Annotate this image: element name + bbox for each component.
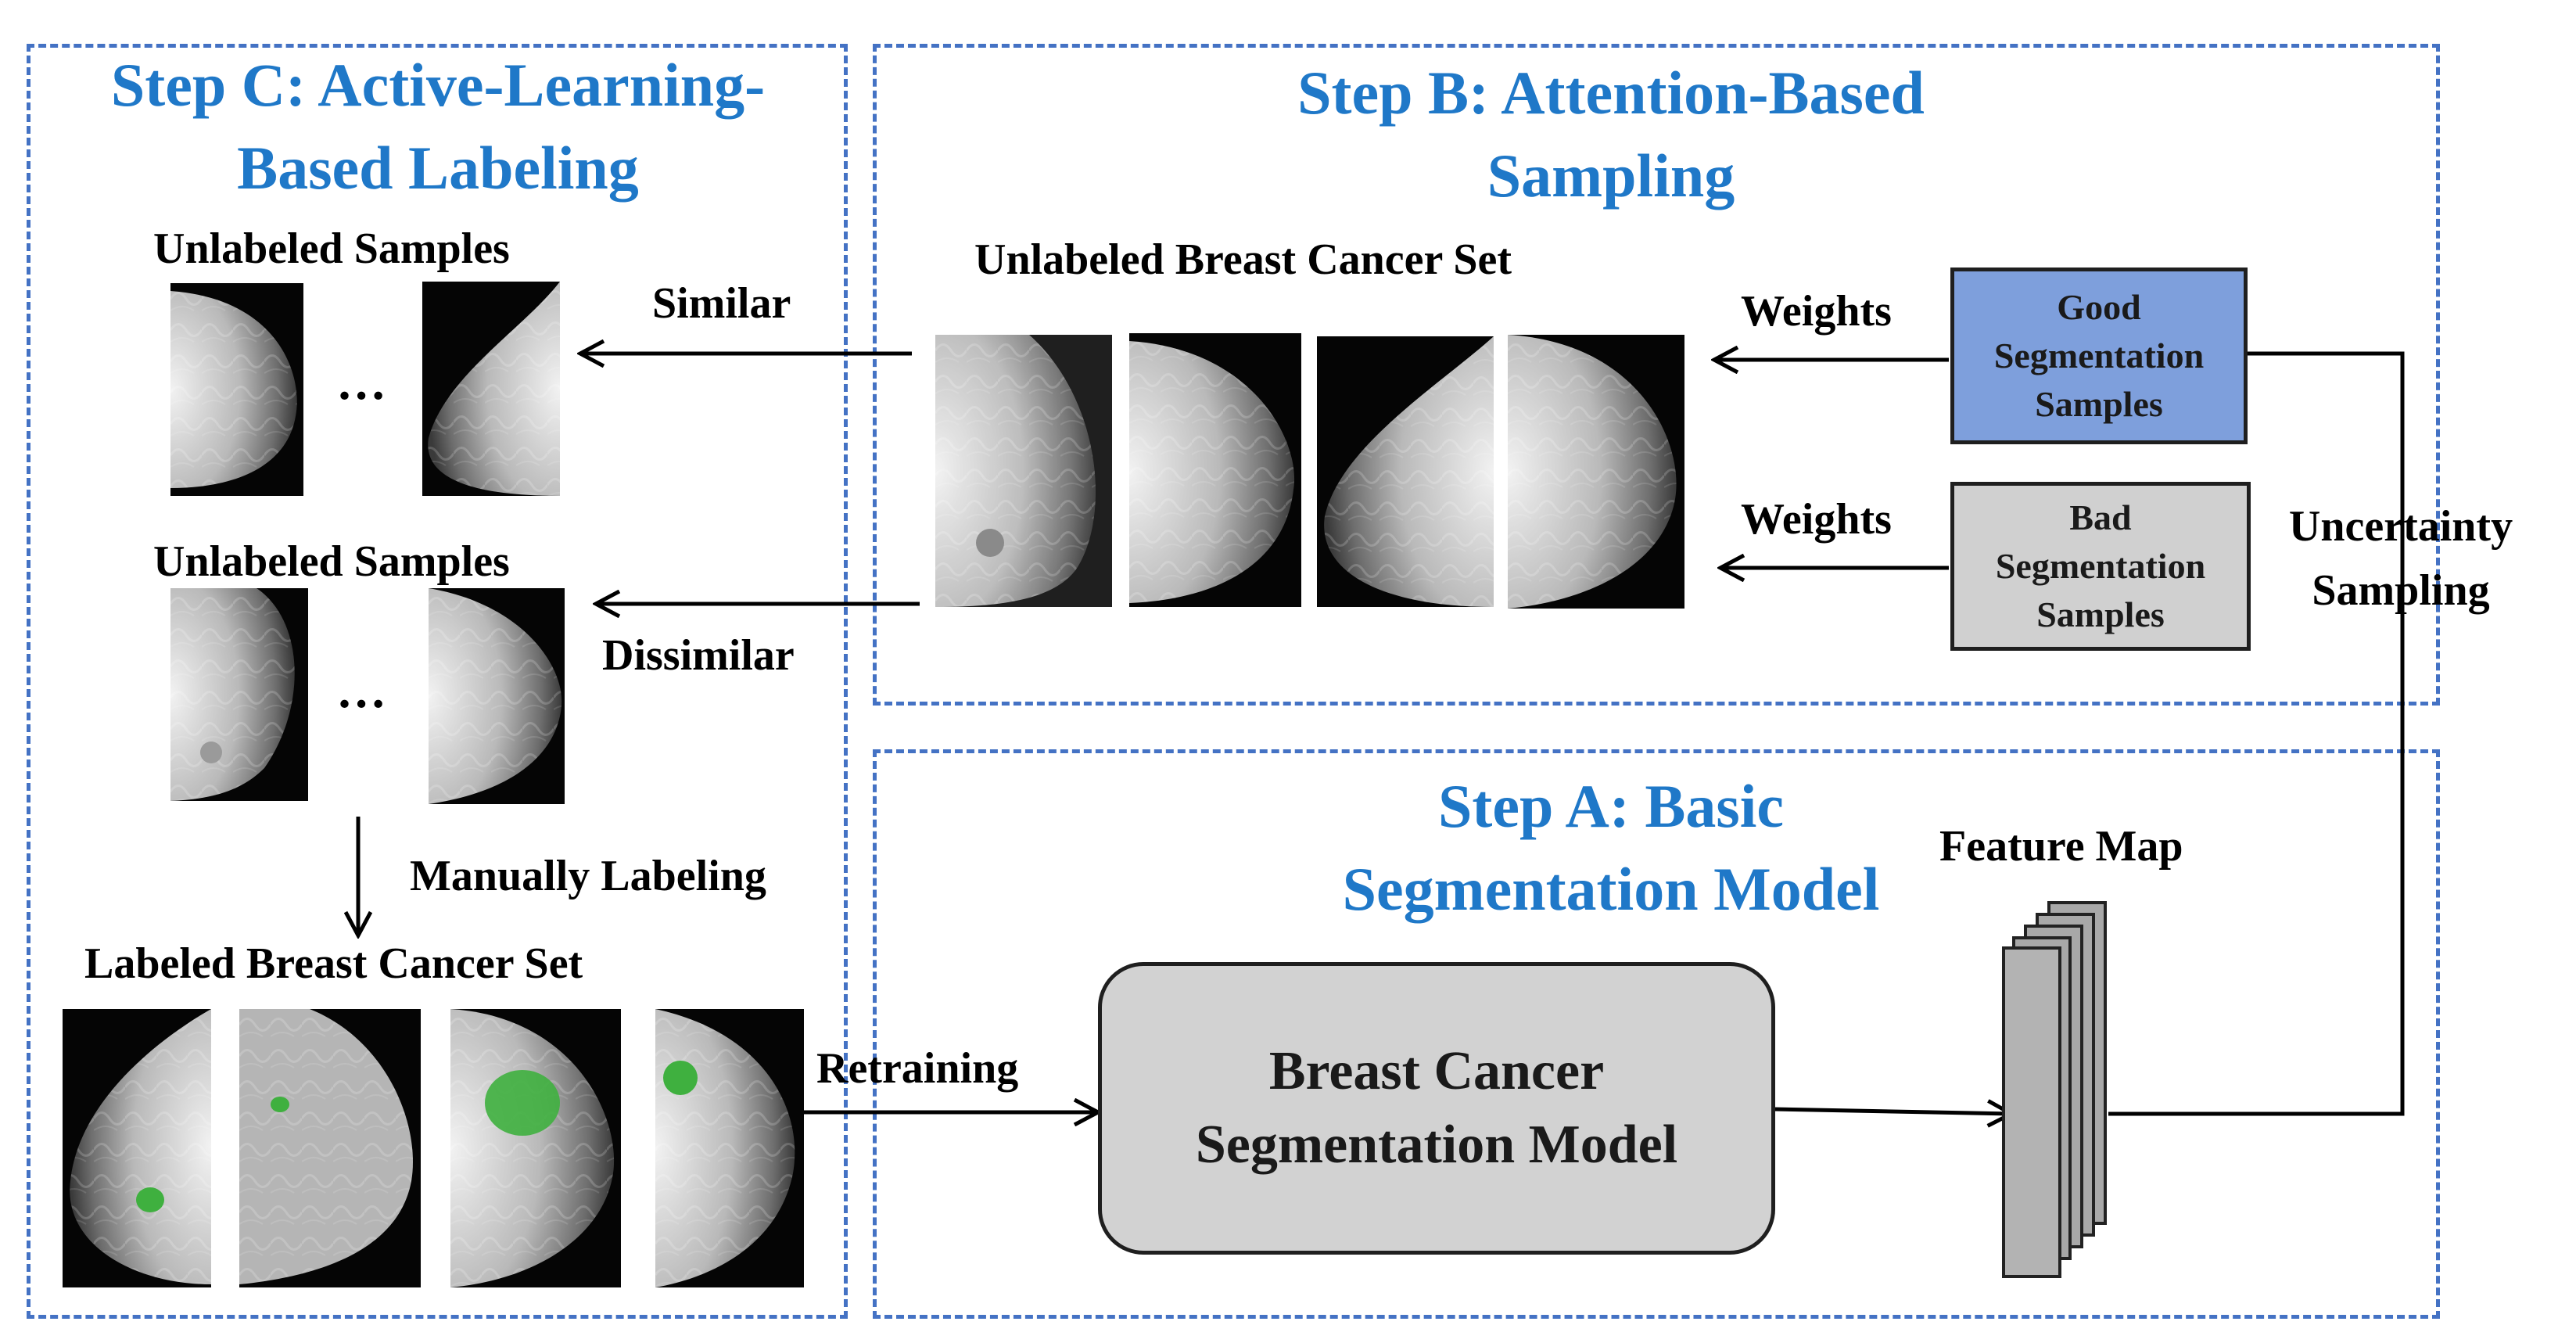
segmentation-model-box: Breast Cancer Segmentation Model xyxy=(1098,962,1775,1255)
step-a-title-line1: Step A: Basic xyxy=(1437,772,1785,840)
step-b-title-line2: Sampling xyxy=(1487,142,1735,210)
bad-box-line2: Segmentation xyxy=(1995,546,2206,586)
unlabeled-samples-label-2: Unlabeled Samples xyxy=(153,537,510,586)
good-box-line3: Samples xyxy=(2035,384,2163,424)
model-line2: Segmentation Model xyxy=(1195,1115,1678,1175)
uncertainty-loop-line xyxy=(2108,351,2405,1116)
step-b-title-line1: Step B: Attention-Based xyxy=(1297,59,1925,127)
step-c-title-line2: Based Labeling xyxy=(237,134,639,202)
labeled-set-label: Labeled Breast Cancer Set xyxy=(84,939,583,988)
unlabeled-set-image-2 xyxy=(1129,333,1301,607)
model-to-feature-arrow xyxy=(1773,1109,2011,1114)
step-b-panel xyxy=(873,44,2440,706)
step-a-panel xyxy=(873,749,2440,1319)
labeled-image-4 xyxy=(655,1009,804,1287)
lesion-mask xyxy=(663,1061,698,1095)
feature-map-stack xyxy=(2002,901,2107,1278)
step-b-title: Step B: Attention-Based Sampling xyxy=(1126,52,2096,217)
unlabeled-samples-label-1: Unlabeled Samples xyxy=(153,224,510,273)
unlabeled-set-image-4 xyxy=(1508,335,1684,609)
feature-map-label: Feature Map xyxy=(1939,822,2183,871)
good-box-line2: Segmentation xyxy=(1993,336,2205,375)
bad-segmentation-box: Bad Segmentation Samples xyxy=(1950,482,2251,651)
labeled-image-1 xyxy=(63,1009,211,1287)
unlabeled-set-image-3 xyxy=(1317,336,1494,607)
good-segmentation-box: Good Segmentation Samples xyxy=(1950,268,2248,444)
step-c-title: Step C: Active-Learning- Based Labeling xyxy=(31,44,845,210)
ellipsis-1: … xyxy=(336,354,386,410)
dissimilar-label: Dissimilar xyxy=(602,631,795,680)
unlabeled-image-2 xyxy=(422,282,560,496)
weights-label-2: Weights xyxy=(1741,495,1892,544)
step-c-panel xyxy=(27,44,848,1319)
step-a-title: Step A: Basic Segmentation Model xyxy=(1220,765,2002,931)
bad-box-line1: Bad xyxy=(2069,497,2132,537)
manual-labeling-label: Manually Labeling xyxy=(410,852,766,900)
unlabeled-image-3 xyxy=(170,588,308,801)
uncertainty-line1: Uncertainty xyxy=(2288,502,2513,551)
similar-label: Similar xyxy=(652,279,791,328)
lesion-mask xyxy=(271,1097,289,1112)
ellipsis-2: … xyxy=(336,663,386,718)
retraining-label: Retraining xyxy=(816,1044,1019,1093)
uncertainty-sampling-label: Uncertainty Sampling xyxy=(2260,494,2542,623)
unlabeled-set-label: Unlabeled Breast Cancer Set xyxy=(974,235,1512,284)
model-line1: Breast Cancer xyxy=(1268,1041,1605,1101)
unlabeled-image-4 xyxy=(429,588,565,804)
weights-label-1: Weights xyxy=(1741,287,1892,336)
step-c-title-line1: Step C: Active-Learning- xyxy=(110,51,766,119)
labeled-image-2 xyxy=(239,1009,421,1287)
lesion-mask xyxy=(136,1187,164,1212)
labeled-image-3 xyxy=(450,1009,621,1287)
step-a-title-line2: Segmentation Model xyxy=(1342,855,1880,923)
uncertainty-line2: Sampling xyxy=(2312,566,2490,615)
unlabeled-set-image-1 xyxy=(935,335,1112,607)
lesion-mask xyxy=(485,1070,560,1136)
good-box-line1: Good xyxy=(2057,287,2141,327)
bad-box-line3: Samples xyxy=(2036,594,2165,634)
feature-map-layer xyxy=(2002,946,2061,1278)
unlabeled-image-1 xyxy=(170,283,303,496)
